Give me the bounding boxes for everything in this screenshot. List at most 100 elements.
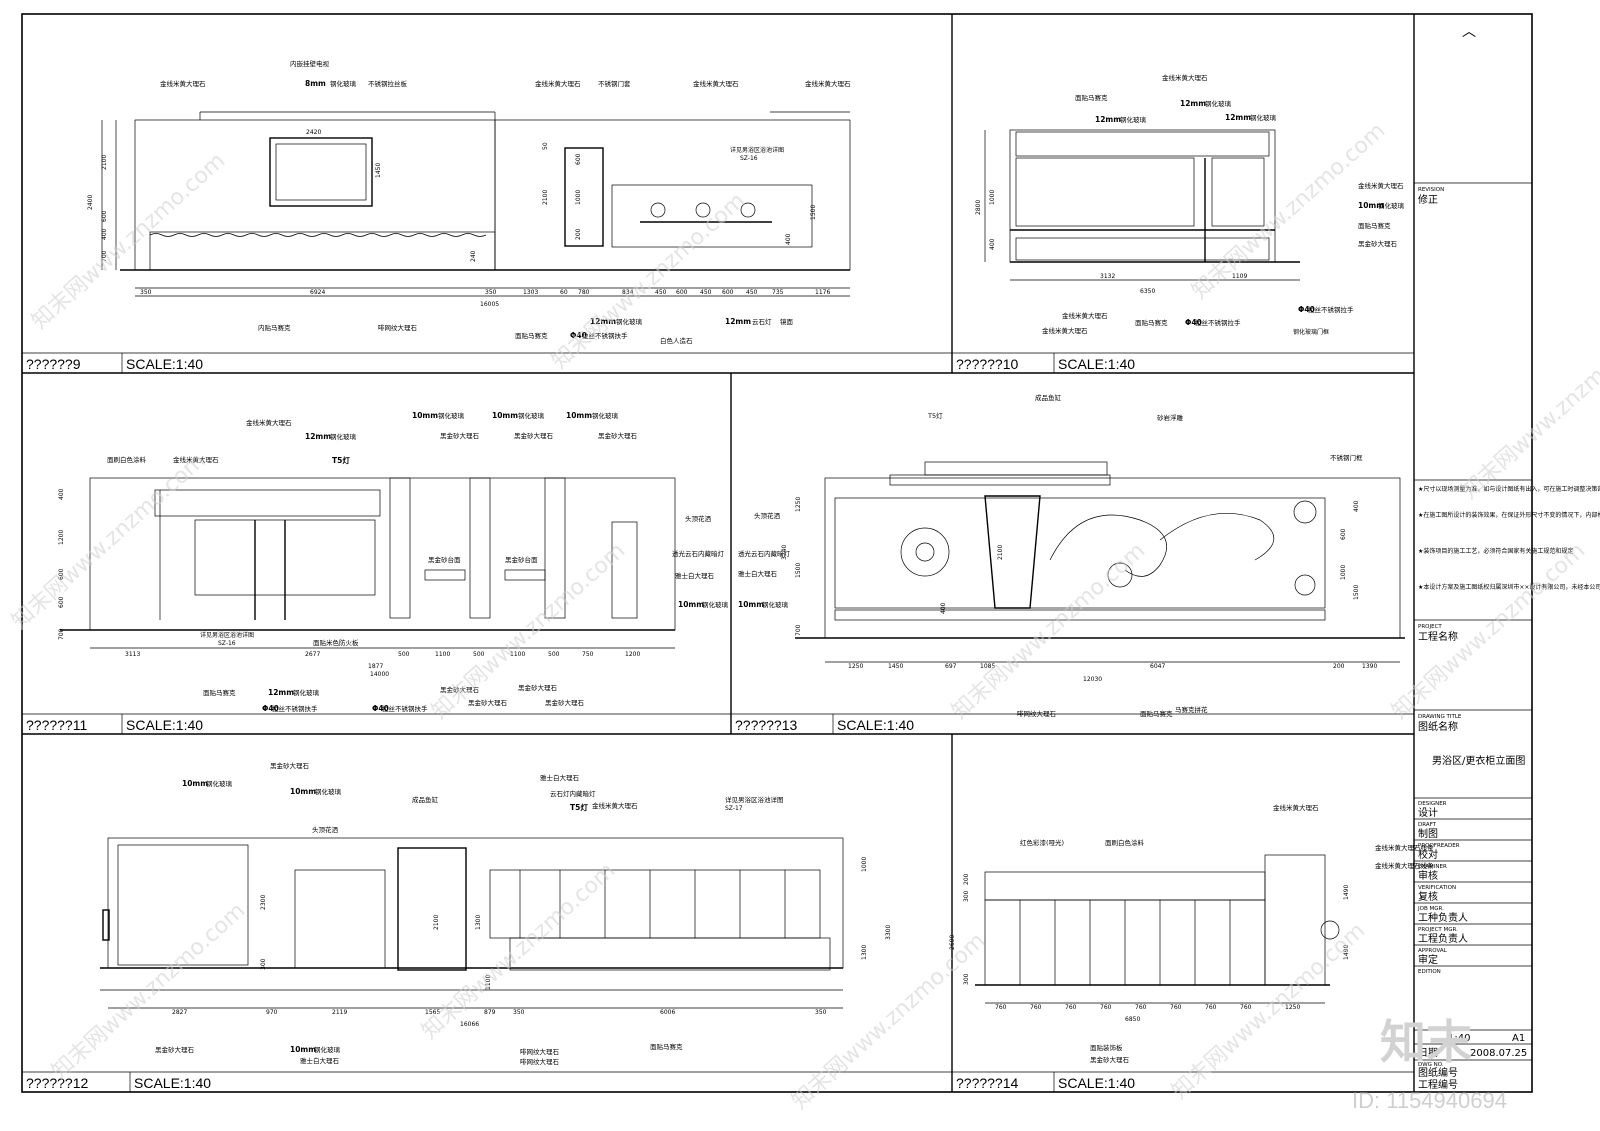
svg-text:300: 300	[963, 890, 970, 902]
svg-text:760: 760	[1170, 1004, 1182, 1011]
svg-text:面贴米色防火板: 面贴米色防火板	[313, 638, 359, 647]
svg-text:450: 450	[746, 289, 758, 296]
panel-9-caption: ??????9 SCALE:1:40	[26, 356, 203, 372]
svg-text:不锈钢门框: 不锈钢门框	[1330, 453, 1363, 462]
svg-text:PROJECT MGR.: PROJECT MGR.	[1418, 927, 1458, 933]
svg-text:头顶花洒: 头顶花洒	[685, 514, 712, 523]
svg-text:DRAFT: DRAFT	[1418, 822, 1437, 828]
svg-text:不锈钢拉丝板: 不锈钢拉丝板	[368, 79, 408, 88]
svg-text:1500: 1500	[810, 205, 817, 220]
svg-text:350: 350	[140, 289, 152, 296]
svg-text:350: 350	[815, 1009, 827, 1016]
svg-text:SZ-17: SZ-17	[725, 805, 743, 812]
svg-text:马赛克拼花: 马赛克拼花	[1175, 705, 1208, 714]
top-mark: ︿	[1462, 24, 1476, 40]
svg-text:知末网www.znzmo.com: 知末网www.znzmo.com	[47, 898, 250, 1084]
svg-text:500: 500	[473, 651, 485, 658]
svg-text:400: 400	[1353, 500, 1360, 512]
svg-text:面贴马赛克: 面贴马赛克	[1135, 318, 1168, 327]
svg-text:钢化玻璃: 钢化玻璃	[315, 787, 342, 796]
svg-text:500: 500	[398, 651, 410, 658]
svg-text:500: 500	[548, 651, 560, 658]
svg-text:1450: 1450	[375, 163, 382, 178]
svg-text:2600: 2600	[949, 935, 956, 950]
svg-text:知末网www.znzmo.com: 知末网www.znzmo.com	[1167, 918, 1370, 1104]
svg-text:1000: 1000	[989, 190, 996, 205]
svg-text:审核: 审核	[1418, 869, 1438, 882]
svg-text:拉丝不锈钢扶手: 拉丝不锈钢扶手	[382, 704, 428, 713]
svg-text:300: 300	[260, 958, 267, 970]
svg-text:1450: 1450	[888, 663, 903, 670]
svg-text:350: 350	[513, 1009, 525, 1016]
panel-10-dims: 3132 1109 6350 2800 1000 400	[975, 190, 1300, 295]
panel-9-dims: 350 6924 350 1303 60 780 834 450 600 450…	[87, 129, 850, 308]
drawing-name: 男浴区/更衣柜立面图	[1432, 754, 1525, 767]
svg-text:DWG NO.: DWG NO.	[1418, 1062, 1444, 1068]
svg-text:内嵌挂壁电视: 内嵌挂壁电视	[290, 59, 330, 68]
svg-text:1100: 1100	[510, 651, 525, 658]
svg-text:1000: 1000	[861, 857, 868, 872]
svg-text:黑金砂大理石: 黑金砂大理石	[440, 431, 480, 440]
svg-text:Φ40: Φ40	[372, 704, 389, 713]
svg-text:面刷白色涂料: 面刷白色涂料	[1105, 838, 1145, 847]
svg-text:1200: 1200	[58, 530, 65, 545]
svg-text:黑金砂台面: 黑金砂台面	[428, 555, 461, 564]
svg-text:750: 750	[582, 651, 594, 658]
svg-text:钢化玻璃: 钢化玻璃	[762, 600, 789, 609]
panel-caption: ??????10	[956, 356, 1019, 372]
svg-text:金线米黄大理石: 金线米黄大理石	[1062, 311, 1108, 320]
panel-12-caption: ??????12 SCALE:1:40	[26, 1075, 211, 1091]
elevation-12	[100, 837, 844, 991]
svg-text:600: 600	[58, 568, 65, 580]
svg-text:600: 600	[575, 153, 582, 165]
svg-text:金线米黄大理石: 金线米黄大理石	[805, 79, 851, 88]
svg-text:697: 697	[945, 663, 957, 670]
svg-text:拉丝不锈钢拉手: 拉丝不锈钢拉手	[1195, 318, 1241, 327]
svg-text:760: 760	[1205, 1004, 1217, 1011]
svg-text:1100: 1100	[435, 651, 450, 658]
svg-text:760: 760	[1240, 1004, 1252, 1011]
svg-text:EXAMINER: EXAMINER	[1418, 864, 1447, 870]
panel-scale: SCALE:1:40	[1058, 1075, 1135, 1091]
svg-text:1500: 1500	[1353, 585, 1360, 600]
svg-text:700: 700	[795, 624, 802, 636]
svg-text:★本设计方案及施工图纸权归属深圳市××设计有限公司，未经本公: ★本设计方案及施工图纸权归属深圳市××设计有限公司，未经本公司同意，图纸不得擅作…	[1418, 583, 1600, 591]
svg-text:3132: 3132	[1100, 273, 1115, 280]
svg-text:钢化玻璃: 钢化玻璃	[330, 79, 357, 88]
panel-scale: SCALE:1:40	[126, 717, 203, 733]
svg-text:1109: 1109	[1232, 273, 1247, 280]
svg-text:Φ40: Φ40	[262, 704, 279, 713]
svg-text:T5灯: T5灯	[570, 802, 588, 812]
svg-text:970: 970	[266, 1009, 278, 1016]
svg-text:10mm: 10mm	[182, 779, 208, 788]
svg-text:16066: 16066	[460, 1021, 479, 1028]
svg-text:50: 50	[542, 142, 549, 150]
svg-text:成品鱼缸: 成品鱼缸	[1035, 393, 1062, 402]
svg-text:1565: 1565	[425, 1009, 440, 1016]
svg-text:2420: 2420	[306, 129, 321, 136]
panel-10-labels: 面贴马赛克 金线米黄大理石 12mm 钢化玻璃 12mm 钢化玻璃 12mm 钢…	[1042, 73, 1405, 336]
svg-text:760: 760	[1065, 1004, 1077, 1011]
svg-text:10mm: 10mm	[566, 411, 592, 420]
panel-13-caption: ??????13 SCALE:1:40	[735, 717, 914, 733]
svg-text:1300: 1300	[475, 915, 482, 930]
svg-text:钢化玻璃: 钢化玻璃	[330, 432, 357, 441]
signoff-rows: DESIGNER 设计 DRAFT 制图 PROOFREADER 校对 EXAM…	[1414, 801, 1532, 1031]
svg-text:★装饰项目的施工工艺，必须符合国家有关施工规范和规定: ★装饰项目的施工工艺，必须符合国家有关施工规范和规定	[1418, 547, 1573, 555]
svg-text:2100: 2100	[997, 545, 1004, 560]
svg-text:图纸名称: 图纸名称	[1418, 720, 1458, 733]
svg-text:钢化玻璃: 钢化玻璃	[1120, 115, 1147, 124]
svg-text:2100: 2100	[101, 155, 108, 170]
svg-text:200: 200	[1333, 663, 1345, 670]
svg-text:啡网纹大理石: 啡网纹大理石	[378, 323, 418, 332]
svg-text:黑金砂大理石: 黑金砂大理石	[545, 698, 585, 707]
svg-text:雅士白大理石: 雅士白大理石	[540, 773, 580, 782]
svg-text:60: 60	[560, 289, 568, 296]
panel-caption: ??????12	[26, 1075, 89, 1091]
svg-text:日期: 日期	[1418, 1047, 1438, 1059]
panel-scale: SCALE:1:40	[1058, 356, 1135, 372]
svg-text:834: 834	[622, 289, 634, 296]
svg-text:云石灯内藏暗灯: 云石灯内藏暗灯	[550, 789, 596, 798]
svg-text:1500: 1500	[795, 563, 802, 578]
